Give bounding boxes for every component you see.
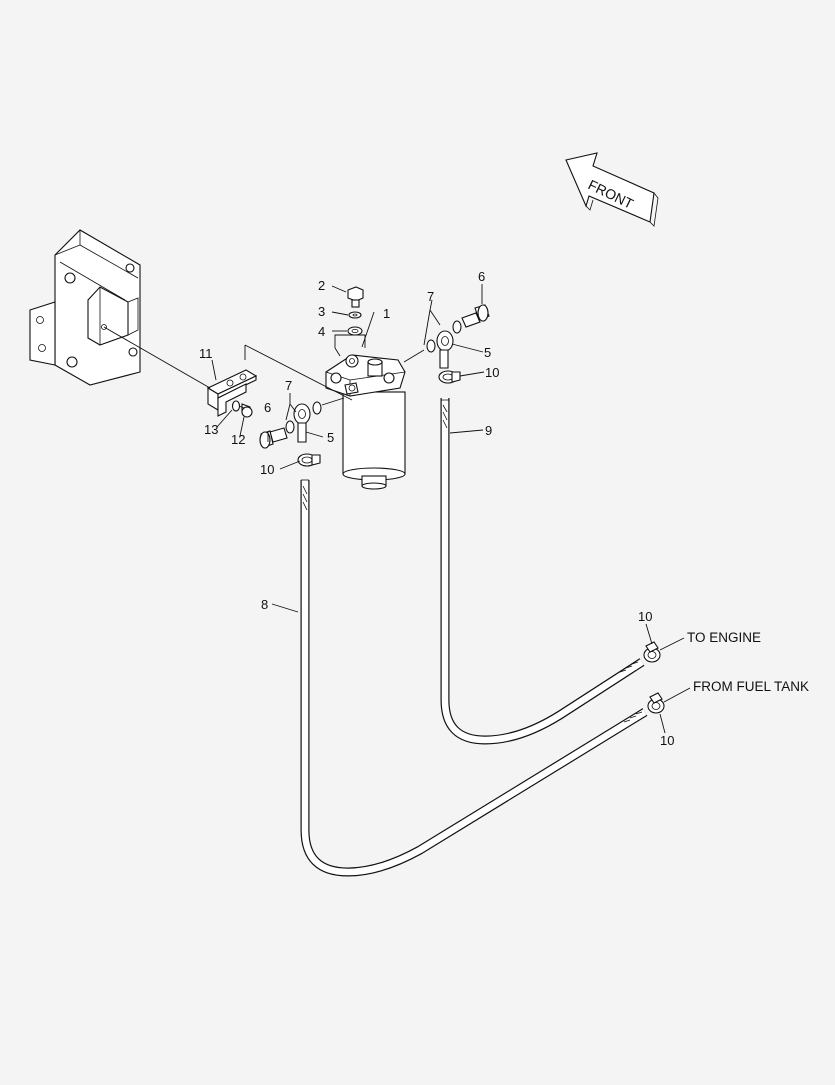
from-fuel-tank-label: FROM FUEL TANK bbox=[693, 679, 809, 694]
callout-11: 11 bbox=[199, 346, 213, 361]
callout-4: 4 bbox=[318, 324, 325, 339]
callout-10-upper-right: 10 bbox=[485, 365, 499, 380]
callout-6-left: 6 bbox=[264, 400, 271, 415]
frame-bracket bbox=[29, 229, 141, 386]
hose-clamp-left bbox=[297, 453, 321, 467]
callout-5-right: 5 bbox=[484, 345, 491, 360]
callout-10-tank: 10 bbox=[660, 733, 674, 748]
callout-10-left: 10 bbox=[260, 462, 274, 477]
bracket-bolt bbox=[238, 403, 253, 418]
bracket-washer bbox=[231, 400, 241, 412]
front-arrow: FRONT bbox=[565, 152, 659, 227]
callout-6-right: 6 bbox=[478, 269, 485, 284]
bracket-frame-line bbox=[103, 326, 211, 389]
hose-clamp-engine-end bbox=[643, 641, 661, 663]
callouts: 1 2 3 4 7 6 5 10 9 11 7 5 6 13 12 10 8 1… bbox=[199, 269, 674, 748]
filter-washer-3 bbox=[348, 311, 362, 319]
callout-9: 9 bbox=[485, 423, 492, 438]
leader-lines bbox=[211, 284, 691, 734]
callout-8: 8 bbox=[261, 597, 268, 612]
callout-1: 1 bbox=[383, 306, 390, 321]
filter-washer-4 bbox=[347, 326, 363, 336]
mount-bracket bbox=[206, 369, 258, 417]
callout-13: 13 bbox=[204, 422, 218, 437]
hose-clamp-tank-end bbox=[647, 692, 665, 714]
fuel-hose-to-engine bbox=[440, 398, 645, 745]
callout-7-left: 7 bbox=[285, 378, 292, 393]
fuel-hose-from-tank bbox=[300, 479, 648, 877]
fuel-filter bbox=[325, 354, 406, 490]
callout-7-right: 7 bbox=[427, 289, 434, 304]
to-engine-label: TO ENGINE bbox=[687, 630, 761, 645]
callout-12: 12 bbox=[231, 432, 245, 447]
callout-10-engine: 10 bbox=[638, 609, 652, 624]
hose-clamp-upper-right bbox=[438, 370, 461, 384]
callout-2: 2 bbox=[318, 278, 325, 293]
eye-joint-left bbox=[259, 397, 345, 449]
filter-bolt bbox=[347, 286, 364, 308]
eye-joint-right bbox=[403, 304, 490, 369]
callout-5-left: 5 bbox=[327, 430, 334, 445]
callout-3: 3 bbox=[318, 304, 325, 319]
